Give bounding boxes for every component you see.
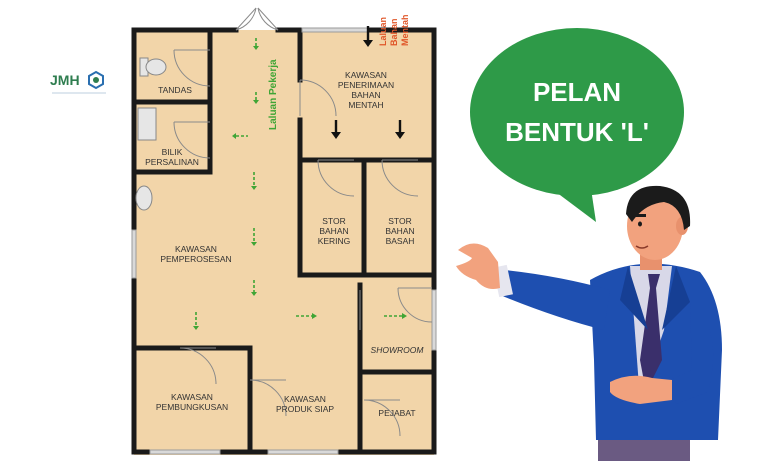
- bubble-title-line-1: PELAN: [533, 77, 621, 107]
- room-label-pejabat: PEJABAT: [378, 408, 415, 418]
- room-label-produk-siap-1: KAWASAN: [284, 394, 326, 404]
- sink-icon: [137, 107, 157, 141]
- arrow-down-icon: [363, 26, 373, 47]
- room-label-stor-basah-1: STOR: [388, 216, 411, 226]
- room-label-stor-kering-1: STOR: [322, 216, 345, 226]
- bubble-title-line-2: BENTUK 'L': [505, 117, 649, 147]
- wash-basin-icon: [135, 185, 153, 211]
- room-labels: TANDAS BILIK PERSALINAN KAWASAN PENERIMA…: [145, 70, 424, 418]
- speech-bubble-shape: [470, 28, 684, 222]
- room-label-penerimaan-3: BAHAN: [351, 90, 380, 100]
- arrow-down-icon: [253, 92, 259, 104]
- arrow-down-icon: [253, 38, 259, 50]
- room-label-pemprosesan-1: KAWASAN: [175, 244, 217, 254]
- room-label-penerimaan-2: PENERIMAAN: [338, 80, 394, 90]
- arrow-down-icon: [251, 172, 257, 190]
- worker-route-label: Laluan Pekerja: [268, 59, 279, 130]
- room-label-pembungkusan-2: PEMBUNGKUSAN: [156, 402, 228, 412]
- arrow-down-icon: [331, 120, 341, 139]
- raw-material-arrows: [331, 26, 405, 139]
- worker-route-arrows: [193, 38, 407, 330]
- logo-text: JMH: [50, 72, 80, 88]
- room-label-bilik-1: BILIK: [162, 147, 183, 157]
- arrow-right-icon: [384, 313, 407, 319]
- room-label-stor-basah-3: BASAH: [386, 236, 415, 246]
- raw-route-line-2: Bahan: [389, 18, 399, 46]
- arrow-left-icon: [232, 133, 248, 139]
- toilet-icon: [139, 57, 167, 77]
- room-label-showroom: SHOWROOM: [371, 345, 425, 355]
- doors: [173, 7, 433, 437]
- arrow-down-icon: [251, 280, 257, 296]
- raw-route-line-1: Laluan: [378, 17, 388, 46]
- arrow-right-icon: [296, 313, 317, 319]
- fixtures: [135, 57, 167, 211]
- room-label-produk-siap-2: PRODUK SIAP: [276, 404, 334, 414]
- room-label-penerimaan-1: KAWASAN: [345, 70, 387, 80]
- arrow-down-icon: [193, 312, 199, 330]
- room-label-stor-kering-2: BAHAN: [319, 226, 348, 236]
- windows: [131, 27, 437, 455]
- room-label-bilik-2: PERSALINAN: [145, 157, 199, 167]
- raw-route-line-3: Mentah: [400, 15, 410, 47]
- presenter-icon: [456, 185, 722, 461]
- room-label-pembungkusan-1: KAWASAN: [171, 392, 213, 402]
- room-label-penerimaan-4: MENTAH: [348, 100, 383, 110]
- room-label-stor-basah-2: BAHAN: [385, 226, 414, 236]
- arrow-down-icon: [251, 228, 257, 246]
- logo-emblem-icon: [88, 70, 104, 90]
- room-label-stor-kering-3: KERING: [318, 236, 351, 246]
- logo: JMH: [50, 70, 106, 94]
- walls: [131, 27, 437, 455]
- room-label-tandas: TANDAS: [158, 85, 192, 95]
- room-label-pemprosesan-2: PEMPEROSESAN: [160, 254, 231, 264]
- raw-material-route-label: Laluan Bahan Mentah: [378, 15, 410, 47]
- arrow-down-icon: [395, 120, 405, 139]
